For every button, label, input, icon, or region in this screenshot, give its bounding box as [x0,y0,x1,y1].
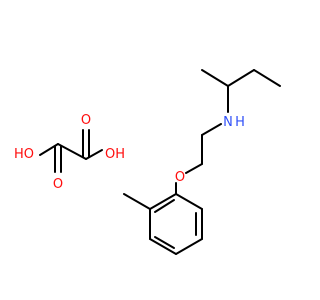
bond-c-c-oxalic [57,143,87,160]
bond-n-ch2 [201,123,222,136]
bond-ring-methyl [123,193,151,210]
amine-molecule: N H O [123,69,281,255]
ring-inner-2 [154,236,175,249]
atom-nitrogen: N [223,115,233,130]
bond-ch2-o [185,163,203,174]
bond-c1-c2 [227,69,255,87]
atom-oh-left: HO [14,147,34,162]
ring-inner-3 [154,199,175,213]
atom-oh-right: OH [105,147,125,162]
bond-c2-c3 [253,69,281,87]
structure-diagram: HO O O OH N H O [14,69,281,255]
atom-ether-oxygen: O [175,170,185,185]
atom-o-top: O [81,113,91,128]
ring-bond-6 [149,193,177,210]
atom-o-bottom: O [53,177,63,192]
bond-methyl-c1 [201,69,229,87]
ring-bond-1 [175,193,203,210]
ring-bond-3 [175,238,203,255]
ring-bond-4 [149,238,177,255]
oxalic-acid: HO O O OH [14,113,125,192]
atom-nh-hydrogen: H [235,115,245,130]
